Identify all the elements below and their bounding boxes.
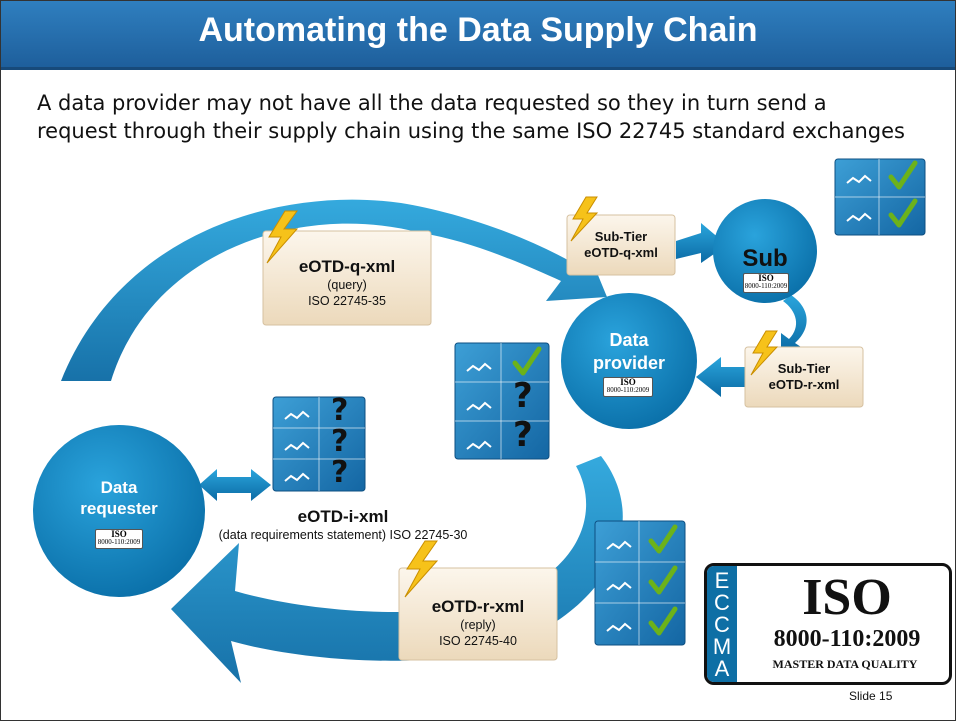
requester-label-line-1: Data — [100, 478, 138, 497]
statement-link-arrow — [199, 469, 271, 501]
intro-text: A data provider may not have all the dat… — [37, 89, 937, 145]
statement-title: eOTD-i-xml — [297, 507, 389, 526]
reply-doc — [594, 520, 686, 646]
provider-iso-chip: ISO 8000-110:2009 — [603, 377, 653, 397]
provider-label-line-1: Data — [609, 330, 649, 350]
subtier-reply-card — [744, 346, 864, 408]
subtier-reply-line-2: eOTD-r-xml — [768, 377, 840, 392]
provider-doc — [454, 342, 550, 460]
provider-label: Data provider — [573, 329, 685, 375]
iso-chip-bottom: 8000-110:2009 — [97, 538, 141, 546]
lightning-icon — [266, 196, 779, 598]
query-flow-arrow — [61, 199, 607, 381]
reply-card-sub: (reply) — [460, 618, 496, 632]
query-card — [262, 230, 432, 326]
check-icon — [512, 160, 918, 636]
sub-label: Sub — [742, 245, 788, 272]
requester-node — [33, 425, 205, 597]
iso-chip-bottom: 8000-110:2009 — [744, 282, 788, 290]
requester-iso-chip: ISO 8000-110:2009 — [95, 529, 143, 549]
subtier-query-card — [566, 214, 676, 276]
subtier-down-arrow — [781, 295, 807, 353]
reply-card — [398, 567, 558, 661]
subtier-query-line-2: eOTD-q-xml — [584, 245, 658, 260]
iso-chip-top: ISO — [758, 273, 774, 283]
provider-label-line-2: provider — [592, 353, 666, 373]
eccma-sidebar: ECCMA — [707, 566, 737, 682]
iso-chip-top: ISO — [620, 377, 636, 387]
query-card-title: eOTD-q-xml — [298, 257, 396, 276]
title-bar: Automating the Data Supply Chain — [1, 1, 955, 70]
provider-node — [561, 293, 697, 429]
iso-8000-logo: ECCMA ISO 8000-110:2009 MASTER DATA QUAL… — [704, 563, 952, 685]
statement-doc — [272, 396, 366, 492]
graph-icon — [284, 174, 872, 632]
requester-label: Data requester — [63, 477, 175, 519]
reply-card-title: eOTD-r-xml — [431, 597, 525, 616]
question-icon: ??? — [331, 393, 349, 490]
subtier-reply-arrow — [696, 357, 746, 397]
subtier-query-line-1: Sub-Tier — [594, 229, 648, 244]
intro-line-1: A data provider may not have all the dat… — [37, 91, 827, 115]
subtier-query-text: Sub-Tier eOTD-q-xml — [567, 229, 675, 261]
slide-title: Automating the Data Supply Chain — [198, 11, 758, 49]
query-card-text: eOTD-q-xml (query) ISO 22745-35 — [263, 257, 431, 309]
iso-chip-top: ISO — [111, 529, 127, 539]
sub-node — [713, 199, 817, 303]
requester-label-line-2: requester — [80, 499, 158, 518]
iso-logo-title: ISO — [802, 569, 892, 626]
intro-line-2: request through their supply chain using… — [37, 119, 905, 143]
subtier-reply-text: Sub-Tier eOTD-r-xml — [745, 361, 863, 393]
query-card-sub: (query) — [327, 278, 367, 292]
iso-logo-tagline: MASTER DATA QUALITY — [772, 657, 918, 671]
statement-desc: (data requirements statement) ISO 22745-… — [218, 528, 468, 542]
iso-chip-bottom: 8000-110:2009 — [606, 386, 650, 394]
slide-number: Slide 15 — [849, 689, 893, 703]
iso-logo-standard: 8000-110:2009 — [773, 626, 921, 652]
reply-card-std: ISO 22745-40 — [439, 634, 517, 648]
question-icon: ?? — [513, 376, 533, 455]
subtier-reply-line-1: Sub-Tier — [777, 361, 831, 376]
statement-text: eOTD-i-xml (data requirements statement)… — [201, 507, 485, 543]
sub-iso-chip: ISO 8000-110:2009 — [743, 273, 789, 293]
reply-card-text: eOTD-r-xml (reply) ISO 22745-40 — [399, 597, 557, 649]
query-card-std: ISO 22745-35 — [308, 294, 386, 308]
